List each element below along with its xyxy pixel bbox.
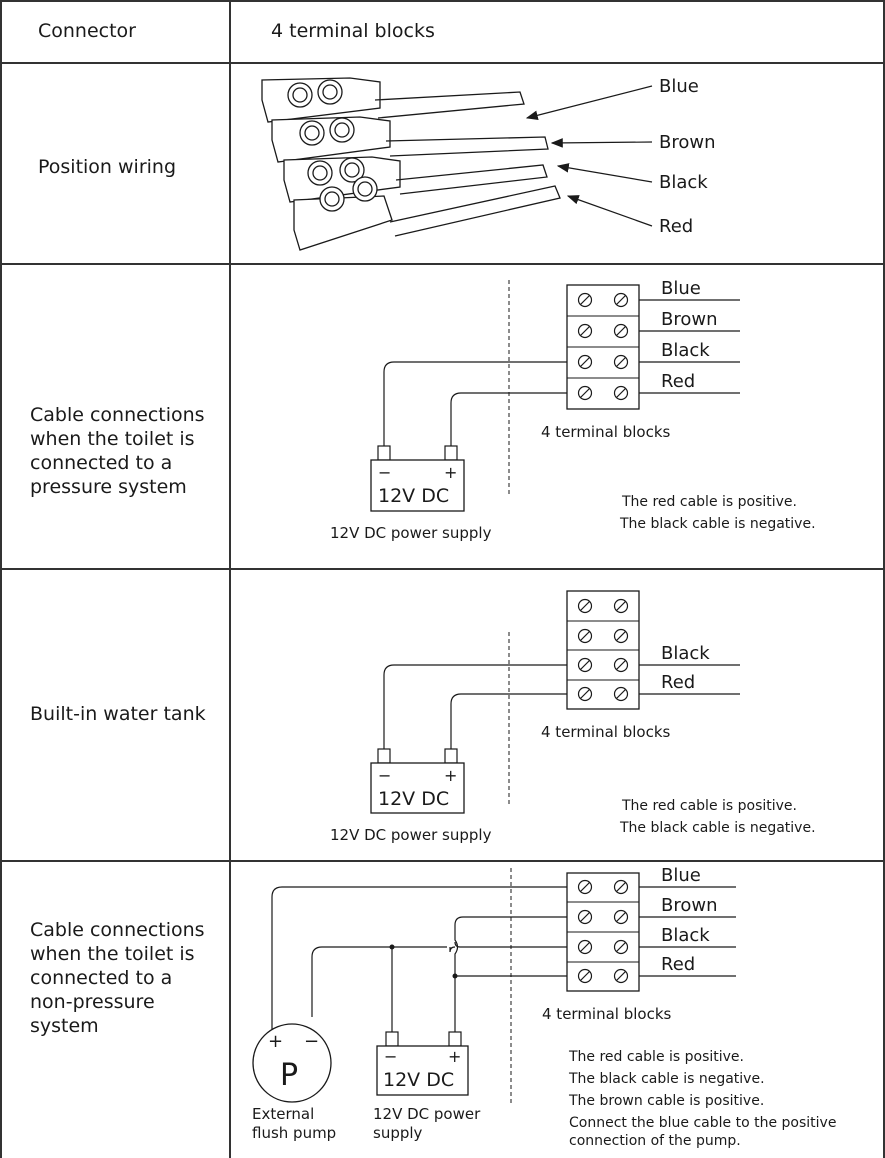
table-border-top (0, 0, 885, 2)
connector-value: 4 terminal blocks (271, 20, 435, 42)
terminal-caption: 4 terminal blocks (541, 723, 671, 741)
pump-plus-sign: + (268, 1031, 283, 1052)
note-red-positive: The red cable is positive. (621, 798, 797, 814)
power-caption: 12V DC power (373, 1105, 481, 1123)
row-divider (0, 263, 885, 265)
pump-symbol: P (280, 1058, 298, 1093)
built-in-tank-diagram: Black Red 4 terminal blocks − + 12V DC 1… (330, 590, 816, 844)
row-label-position-wiring: Position wiring (38, 156, 177, 178)
table-border-left (0, 0, 2, 1158)
label-brown: Brown (661, 309, 718, 330)
power-caption: 12V DC power supply (330, 826, 492, 844)
power-caption: supply (373, 1124, 423, 1142)
plus-sign: + (448, 1047, 461, 1066)
label-black: Black (661, 925, 710, 946)
label-blue: Blue (659, 76, 699, 97)
column-divider (229, 0, 231, 1158)
label-red: Red (661, 672, 695, 693)
pump (252, 1023, 332, 1103)
pressure-diagram: Blue Brown Black Red 4 terminal blocks −… (330, 278, 816, 542)
minus-sign: − (378, 463, 391, 482)
row-divider (0, 860, 885, 862)
minus-sign: − (384, 1047, 397, 1066)
note-black-negative: The black cable is negative. (619, 516, 816, 532)
pump-minus-sign: − (304, 1031, 319, 1052)
label-red: Red (659, 216, 693, 237)
label-red: Red (661, 371, 695, 392)
non-pressure-diagram: Blue Brown Black Red 4 terminal blocks +… (252, 865, 836, 1149)
battery-label: 12V DC (383, 1069, 454, 1091)
plus-sign: + (444, 766, 457, 785)
battery-label: 12V DC (378, 485, 449, 507)
battery (376, 1045, 469, 1096)
power-caption: 12V DC power supply (330, 524, 492, 542)
wire-arrows (525, 85, 653, 227)
note-red-positive: The red cable is positive. (621, 494, 797, 510)
pump-caption: External (252, 1105, 314, 1123)
terminal-caption: 4 terminal blocks (541, 423, 671, 441)
row-label-non-pressure-system: Cable connections when the toilet is con… (30, 919, 205, 1037)
label-red: Red (661, 954, 695, 975)
label-brown: Brown (659, 132, 716, 153)
terminal-caption: 4 terminal blocks (542, 1005, 672, 1023)
battery-label: 12V DC (378, 788, 449, 810)
table-border-right (883, 0, 885, 1158)
minus-sign: − (378, 766, 391, 785)
row-divider (0, 568, 885, 570)
terminal-block-illustration (261, 77, 561, 251)
label-black: Black (661, 340, 710, 361)
label-black: Black (659, 172, 708, 193)
note-black-negative: The black cable is negative. (619, 820, 816, 836)
note-brown-positive: The brown cable is positive. (568, 1093, 764, 1109)
row-label-built-in-tank: Built-in water tank (30, 703, 206, 725)
note-blue-to-pump: Connect the blue cable to the positive (569, 1115, 836, 1131)
row-divider (0, 62, 885, 64)
battery (370, 459, 465, 512)
battery (370, 762, 465, 814)
label-black: Black (661, 643, 710, 664)
label-brown: Brown (661, 895, 718, 916)
row-label-connector: Connector (38, 20, 136, 42)
label-blue: Blue (661, 278, 701, 299)
note-blue-to-pump: connection of the pump. (569, 1133, 741, 1149)
plus-sign: + (444, 463, 457, 482)
note-black-negative: The black cable is negative. (568, 1071, 765, 1087)
note-red-positive: The red cable is positive. (568, 1049, 744, 1065)
label-blue: Blue (661, 865, 701, 886)
row-label-pressure-system: Cable connections when the toilet is con… (30, 404, 205, 498)
pump-caption: flush pump (252, 1124, 336, 1142)
